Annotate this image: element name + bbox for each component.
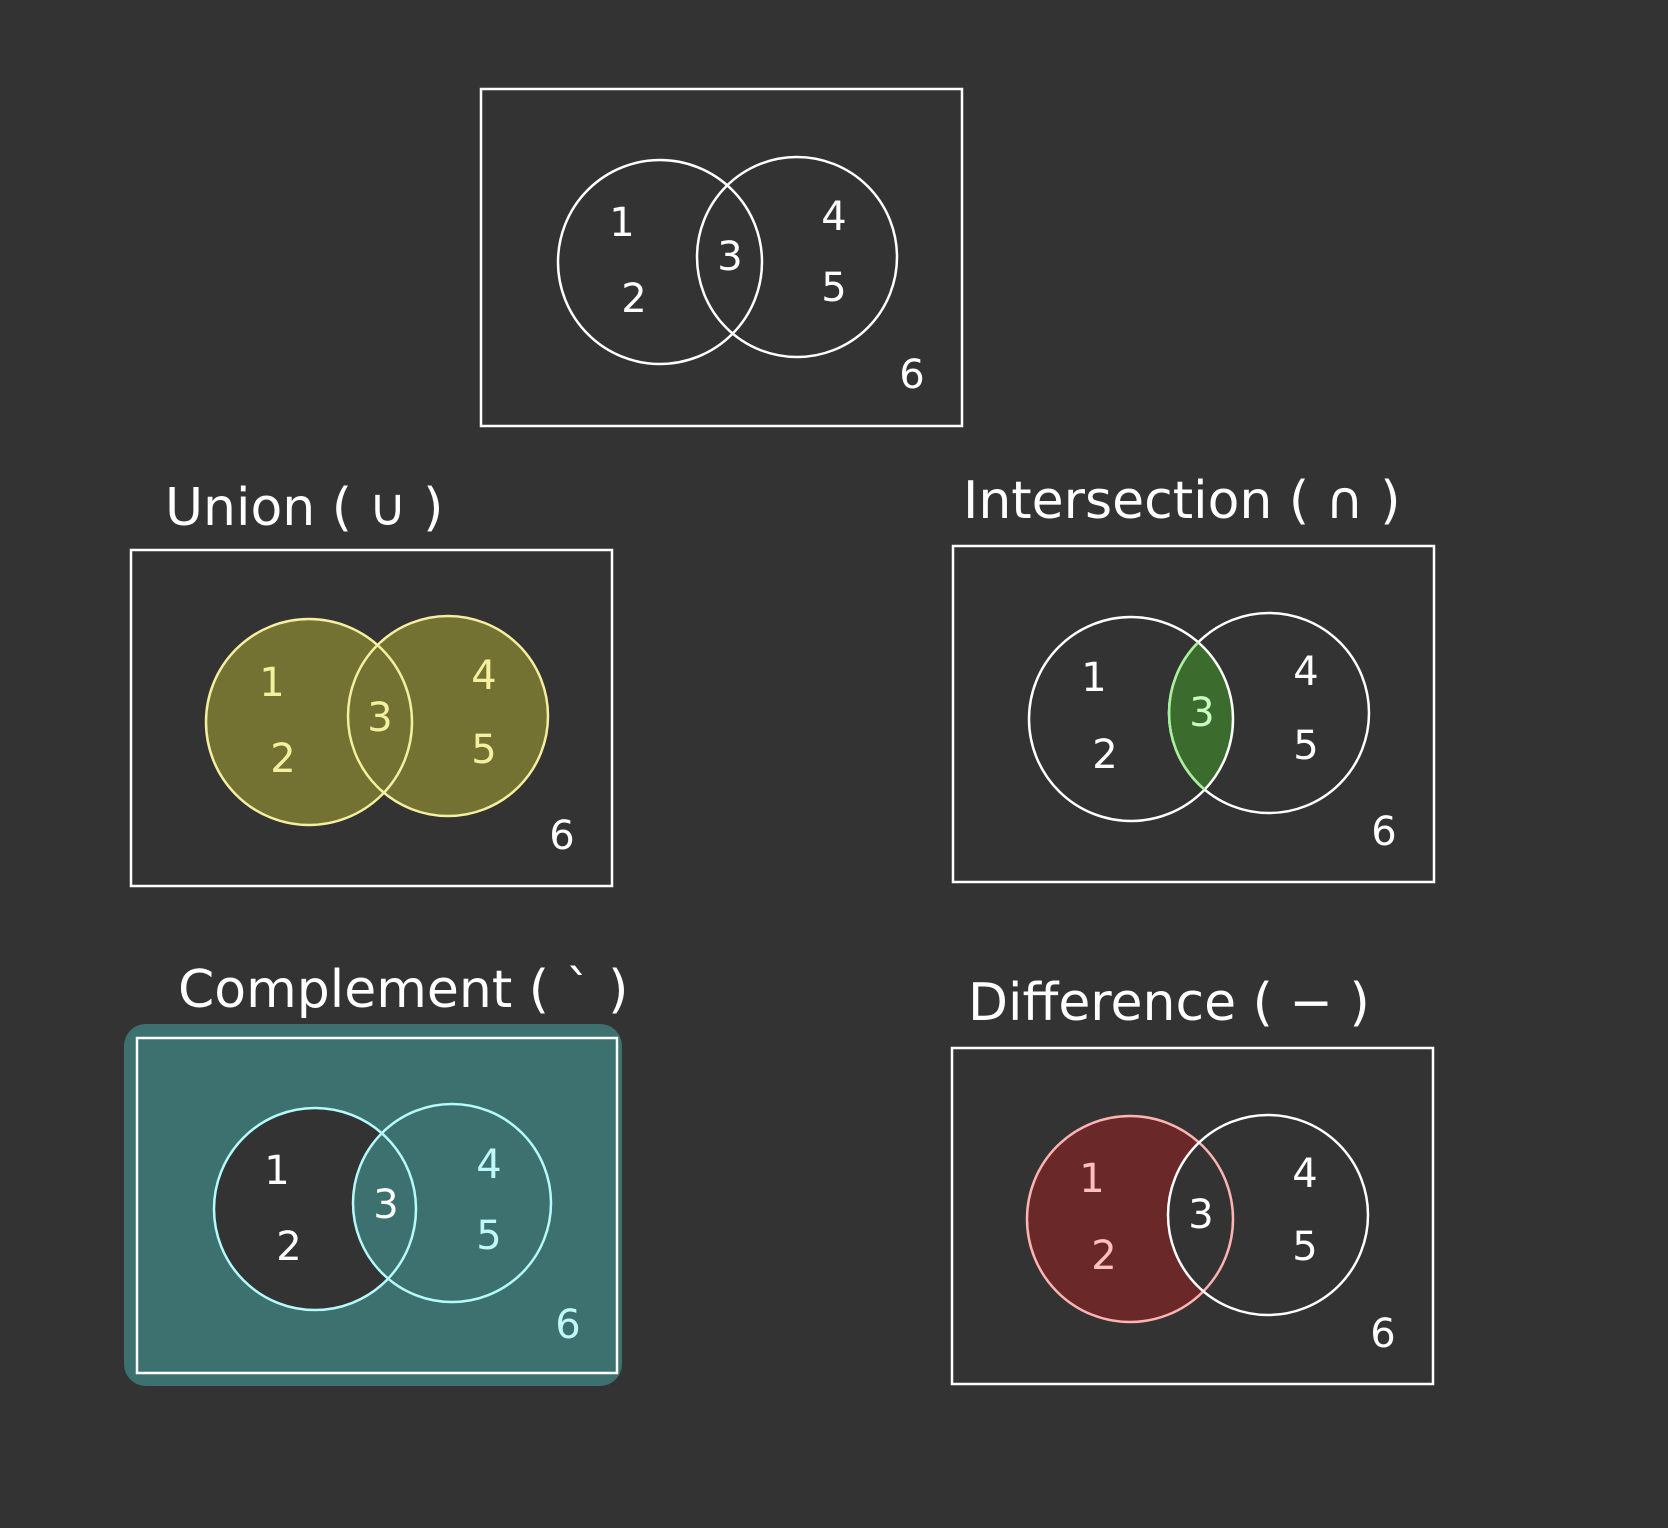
union-b-only-5: 5 (471, 727, 496, 773)
difference-a-only-1: 1 (1079, 1156, 1104, 1202)
complement-set-a-circle (212, 1106, 418, 1312)
complement-a-only-2: 2 (276, 1224, 301, 1270)
complement-title: Complement ( ` ) (178, 960, 628, 1020)
intersection-universe-label: 6 (1371, 809, 1396, 855)
difference-a-only-2: 2 (1091, 1233, 1116, 1279)
complement-b-only-4: 4 (476, 1142, 501, 1188)
intersection-universe-frame (951, 544, 1436, 884)
complement-b-only-5: 5 (476, 1213, 501, 1259)
difference-set-a-circle (1025, 1114, 1235, 1324)
union-a-only-2: 2 (270, 736, 295, 782)
complement-universe-label: 6 (555, 1302, 580, 1348)
difference-b-only-5: 5 (1292, 1224, 1317, 1270)
difference-b-only-4: 4 (1292, 1151, 1317, 1197)
difference-universe-label: 6 (1370, 1311, 1395, 1357)
union-universe-frame (129, 548, 614, 888)
complement-set-b-circle (351, 1102, 553, 1304)
intersection-title: Intersection ( ∩ ) (963, 471, 1401, 531)
complement-universe-frame (135, 1036, 619, 1375)
difference-title: Difference ( − ) (968, 973, 1370, 1033)
complement-diagram: Complement ( ` ) 1 2 3 4 5 6 (124, 960, 628, 1386)
intersection-set-a-circle (1027, 615, 1235, 823)
intersection-a-only-1: 1 (1081, 655, 1106, 701)
base-a-only-2: 2 (621, 276, 646, 322)
base-b-only-5: 5 (821, 265, 846, 311)
union-set-b-fill (348, 616, 548, 816)
complement-a-only-1: 1 (264, 1148, 289, 1194)
difference-diagram: Difference ( − ) 1 2 3 4 5 6 (950, 973, 1435, 1386)
base-diagram: 1 2 3 4 5 6 (479, 87, 964, 428)
intersection-both: 3 (1189, 690, 1214, 736)
difference-both: 3 (1188, 1192, 1213, 1238)
intersection-b-only-4: 4 (1293, 649, 1318, 695)
base-set-a-circle (556, 158, 764, 366)
union-a-only-1: 1 (259, 660, 284, 706)
base-b-only-4: 4 (821, 194, 846, 240)
base-both: 3 (717, 234, 742, 280)
intersection-b-only-5: 5 (1293, 723, 1318, 769)
complement-both: 3 (373, 1182, 398, 1228)
union-set-b-circle (346, 614, 550, 818)
union-both: 3 (367, 695, 392, 741)
union-diagram: Union ( ∪ ) 1 2 3 4 5 6 (129, 478, 614, 888)
intersection-a-only-2: 2 (1092, 732, 1117, 778)
intersection-overlap-outline (1167, 617, 1233, 815)
complement-set-b-fill (353, 1104, 551, 1302)
intersection-diagram: Intersection ( ∩ ) 1 2 3 4 5 6 (951, 471, 1436, 884)
base-universe-frame (479, 87, 964, 428)
difference-set-b-circle (1166, 1113, 1370, 1317)
base-universe-label: 6 (899, 352, 924, 398)
union-set-a-circle (204, 617, 414, 827)
base-set-b-circle (695, 155, 899, 359)
union-b-only-4: 4 (471, 653, 496, 699)
base-a-only-1: 1 (609, 200, 634, 246)
union-universe-label: 6 (549, 813, 574, 859)
difference-universe-frame (950, 1046, 1435, 1386)
union-title: Union ( ∪ ) (165, 478, 443, 538)
